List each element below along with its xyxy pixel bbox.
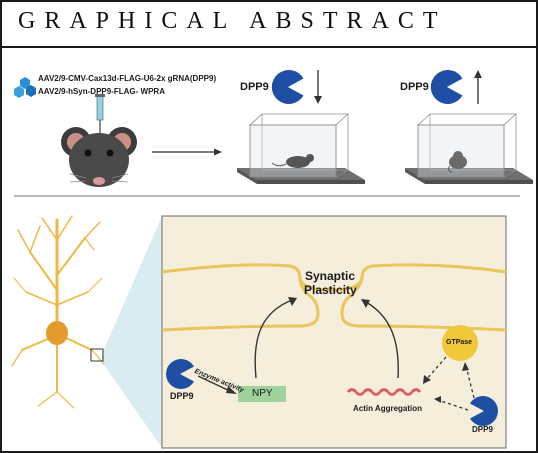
zoom-box — [90, 348, 104, 362]
actin-strand — [346, 388, 422, 396]
npy-label: NPY — [252, 388, 273, 399]
dpp9-right-label: DPP9 — [472, 425, 493, 434]
page-title: GRAPHICAL ABSTRACT — [18, 8, 447, 34]
gtpase-circle — [442, 325, 478, 361]
syringe-icon — [95, 94, 105, 138]
synaptic-label: Synaptic — [305, 269, 356, 283]
spine-membrane-right — [340, 277, 507, 332]
zoom-projection — [102, 216, 162, 448]
virus-label-2: AAV2/9-hSyn-DPP9-FLAG- WPRA — [38, 87, 165, 96]
up-arrow-icon — [474, 70, 482, 104]
enzyme-arrow — [197, 375, 233, 393]
pacman-icon — [271, 69, 304, 104]
presynaptic-membrane — [161, 263, 507, 292]
gtpase-arrow — [425, 356, 447, 381]
cage-icon — [237, 113, 365, 184]
pacman-icon — [430, 69, 463, 104]
dpp9-left-label: DPP9 — [170, 391, 194, 401]
virus-label-1: AAV2/9-CMV-Cax13d-FLAG-U6-2x gRNA(DPP9) — [38, 74, 217, 83]
mouse-icon — [61, 127, 137, 187]
dpp9-overexpress-label: DPP9 — [400, 81, 429, 93]
actin-arrow — [365, 301, 399, 379]
gtpase-label: GTPase — [446, 339, 473, 346]
npy-box — [238, 386, 286, 402]
pacman-icon — [470, 395, 498, 426]
molecule-icon — [14, 77, 36, 98]
actin-aggregation-label: Actin Aggregation — [353, 404, 423, 413]
npy-arrow — [254, 299, 293, 379]
spine-membrane-left — [161, 277, 320, 332]
neuron-icon — [11, 215, 105, 409]
dpp9-actin-arrow — [437, 399, 469, 411]
pacman-icon — [166, 359, 194, 390]
cage-icon — [405, 113, 533, 184]
plasticity-label: Plasticity — [304, 283, 357, 297]
down-arrow-icon — [314, 70, 322, 104]
title-bar: GRAPHICAL ABSTRACT — [0, 0, 538, 48]
dpp9-knockdown-label: DPP9 — [240, 81, 269, 93]
neuron-soma — [46, 321, 68, 345]
